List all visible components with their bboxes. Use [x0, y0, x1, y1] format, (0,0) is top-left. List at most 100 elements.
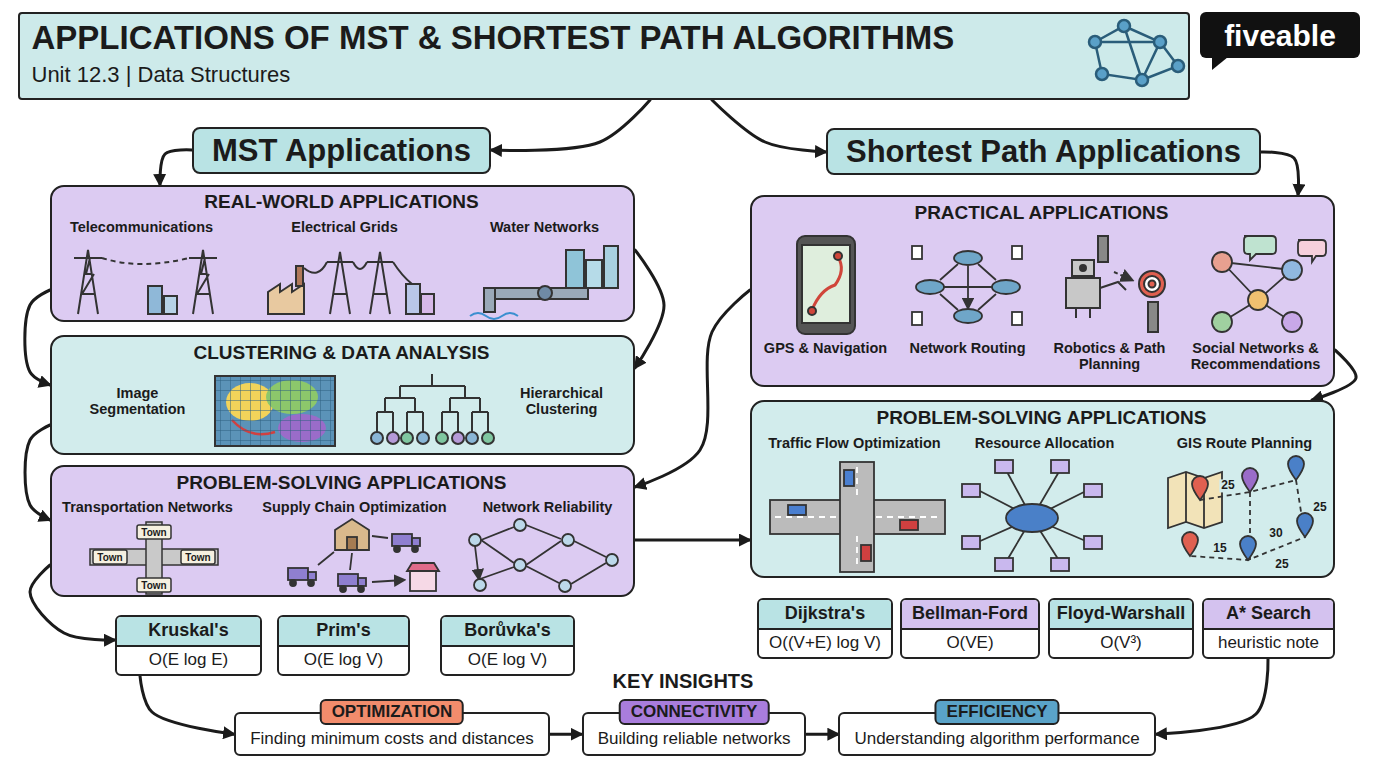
resource-allocation-icon: [1006, 504, 1058, 532]
algorithm-box: Floyd-WarshallO(V³): [1048, 598, 1194, 659]
image-segmentation-icon: [215, 376, 335, 446]
traffic-intersection-icon: [788, 505, 806, 515]
complexity-text: O(V³): [1050, 630, 1192, 657]
application-label: GPS & Navigation: [760, 340, 892, 357]
supply-chain-icon: [318, 536, 404, 582]
application-label: Supply Chain Optimization: [262, 499, 446, 516]
application-label: Telecommunications: [70, 219, 213, 236]
supply-chain-icon: [392, 534, 412, 546]
transport-road-icon: [137, 525, 171, 539]
gis-map-icon: [1240, 536, 1256, 560]
brand-badge: [1212, 57, 1228, 70]
gis-map-icon: [1182, 456, 1313, 560]
robot-path-icon: [1066, 278, 1100, 308]
network-logo-icon: [1089, 36, 1101, 48]
transport-road-icon: [181, 550, 215, 564]
category-panel: PROBLEM-SOLVING APPLICATIONSTransportati…: [50, 465, 635, 597]
telecom-tower-icon: [148, 286, 162, 314]
telecom-tower-icon: [102, 258, 189, 264]
distance-number: 25: [1273, 558, 1290, 571]
network-routing-icon: [916, 280, 944, 294]
traffic-intersection-icon: [775, 467, 940, 568]
social-network-icon: [1244, 236, 1276, 260]
traffic-intersection-icon: [770, 500, 945, 534]
network-reliability-icon: [514, 519, 526, 531]
algorithm-name: Kruskal's: [117, 617, 260, 647]
town-label: Town: [141, 580, 166, 591]
flow-arrow: [491, 100, 650, 150]
resource-allocation-icon: [995, 558, 1013, 571]
application-label: Image Segmentation: [82, 385, 194, 418]
gps-phone-icon: [797, 236, 855, 334]
water-network-icon: [586, 260, 602, 288]
category-panel: CLUSTERING & DATA ANALYSISImage Segmenta…: [50, 335, 635, 455]
hierarchy-tree-icon: [452, 432, 464, 444]
resource-allocation-icon: [962, 460, 1102, 571]
town-label: Town: [185, 552, 210, 563]
algorithm-box: Prim'sO(E log V): [277, 615, 410, 676]
resource-allocation-icon: [962, 460, 1102, 571]
complexity-text: O((V+E) log V): [759, 630, 891, 657]
insight-badge: CONNECTIVITY: [619, 699, 770, 725]
application-label: Social Networks & Recommendations: [1181, 340, 1331, 373]
network-logo-icon: [1136, 74, 1148, 86]
network-logo-icon: [1154, 36, 1166, 48]
application-label: Resource Allocation: [975, 435, 1115, 452]
resource-allocation-icon: [962, 536, 980, 549]
water-network-icon: [484, 288, 588, 299]
section-header: Shortest Path Applications: [826, 128, 1261, 175]
hierarchy-tree-icon: [371, 374, 494, 444]
supply-chain-icon: [412, 546, 418, 552]
town-label: Town: [141, 527, 166, 538]
network-routing-icon: [954, 309, 982, 323]
water-network-icon: [484, 288, 495, 312]
algorithm-box: Borůvka'sO(E log V): [440, 615, 575, 676]
robot-path-icon: [1144, 276, 1160, 292]
telecom-tower-icon: [189, 250, 217, 314]
resource-allocation-icon: [995, 460, 1013, 473]
transport-road-icon: [90, 522, 218, 594]
flow-arrow: [806, 733, 838, 736]
town-label: Town: [97, 552, 122, 563]
gps-phone-icon: [797, 236, 855, 334]
title-text: APPLICATIONS OF MST & SHORTEST PATH ALGO…: [32, 19, 955, 57]
distance-number: 30: [1267, 527, 1284, 540]
network-logo-icon: [1095, 26, 1178, 80]
network-reliability-icon: [559, 580, 571, 592]
robot-path-icon: [1076, 282, 1126, 318]
algorithm-name: Floyd-Warshall: [1050, 600, 1192, 630]
supply-chain-icon: [335, 519, 369, 550]
gps-phone-icon: [802, 245, 850, 323]
complexity-text: O(E log V): [442, 647, 573, 674]
traffic-intersection-icon: [861, 545, 871, 561]
brand-badge: [1200, 12, 1360, 58]
transport-road-icon: [93, 550, 127, 564]
algorithm-name: Bellman-Ford: [902, 600, 1038, 630]
water-network-icon: [604, 246, 618, 288]
gps-phone-icon: [834, 252, 842, 260]
gis-map-icon: [1242, 468, 1258, 492]
social-network-icon: [1282, 260, 1302, 280]
robot-path-icon: [1139, 271, 1165, 297]
gis-map-icon: [1192, 476, 1208, 500]
network-reliability-icon: [469, 534, 481, 546]
network-routing-icon: [1012, 246, 1022, 259]
complexity-text: heuristic note: [1204, 630, 1333, 657]
title-band: APPLICATIONS OF MST & SHORTEST PATH ALGO…: [18, 12, 1190, 100]
resource-allocation-icon: [962, 484, 980, 497]
gis-map-icon: [1190, 480, 1305, 560]
algorithm-name: A* Search: [1204, 600, 1333, 630]
section-label: KEY INSIGHTS: [613, 670, 754, 692]
insight-text: Finding minimum costs and distances: [250, 729, 533, 749]
network-routing-icon: [912, 246, 1022, 325]
supply-chain-icon: [410, 571, 436, 591]
supply-chain-icon: [340, 586, 346, 592]
resource-allocation-icon: [1051, 460, 1069, 473]
category-panel: PRACTICAL APPLICATIONSGPS & NavigationNe…: [750, 195, 1335, 387]
brand-logo: fiveable: [1224, 19, 1336, 52]
network-reliability-icon: [562, 534, 574, 546]
gis-map-icon: [1168, 472, 1222, 528]
water-network-icon: [470, 246, 618, 319]
insight-text: Understanding algorithm performance: [854, 729, 1139, 749]
electrical-grid-icon: [296, 266, 303, 286]
